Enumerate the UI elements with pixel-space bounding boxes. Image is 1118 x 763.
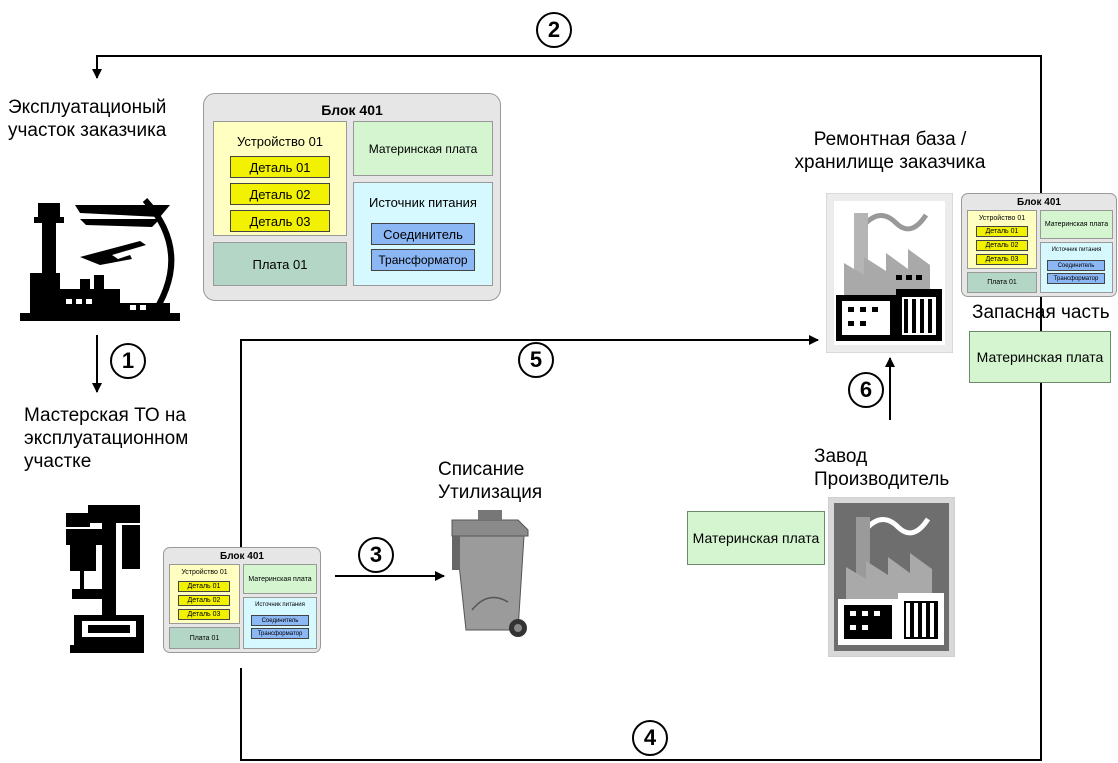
factory-motherboard: Материнская плата (687, 511, 825, 565)
factory-icon (826, 193, 953, 353)
detail-item: Деталь 01 (230, 156, 330, 178)
detail-item: Деталь 02 (230, 183, 330, 205)
board-panel: Плата 01 (213, 242, 347, 286)
detail-item: Деталь 03 (976, 254, 1028, 265)
customer-site-label: Эксплуатационый участок заказчика (8, 97, 167, 141)
spare-motherboard: Материнская плата (969, 331, 1111, 383)
trash-bin-icon (451, 510, 529, 637)
power-supply-label: Источник питания (1051, 247, 1102, 253)
connector-item: Соединитель (1047, 260, 1105, 271)
workshop-label: Мастерская ТО на эксплуатационном участк… (24, 405, 189, 472)
block-title: Блок 401 (321, 102, 383, 118)
airport-icon (20, 197, 180, 321)
transformer-item: Трансформатор (1047, 273, 1105, 284)
block-title: Блок 401 (220, 551, 264, 562)
repair-base-label: Ремонтная база / хранилище заказчика (794, 129, 986, 173)
step-1-badge: 1 (110, 343, 146, 379)
detail-item: Деталь 03 (178, 609, 230, 620)
step-3-badge: 3 (358, 537, 394, 573)
step-6-badge: 6 (848, 372, 884, 408)
block-401-small-workshop: Блок 401 Устройство 01 Деталь 01 Деталь … (163, 547, 321, 653)
device-label: Устройство 01 (978, 215, 1026, 222)
step-4-badge: 4 (632, 720, 668, 756)
connector-item: Соединитель (371, 223, 475, 245)
device-label: Устройство 01 (181, 569, 228, 576)
board-panel: Плата 01 (967, 272, 1037, 293)
block-title: Блок 401 (1017, 197, 1061, 208)
step-2-badge: 2 (536, 12, 572, 48)
motherboard-panel: Материнская плата (1040, 210, 1113, 239)
detail-item: Деталь 03 (230, 210, 330, 232)
detail-item: Деталь 02 (178, 595, 230, 606)
device-label: Устройство 01 (236, 134, 324, 149)
board-panel: Плата 01 (169, 627, 240, 649)
power-supply-label: Источник питания (255, 602, 305, 608)
block-401-large: Блок 401 Устройство 01 Деталь 01 Деталь … (203, 93, 501, 301)
drill-press-icon (66, 505, 144, 653)
motherboard-panel: Материнская плата (243, 564, 317, 594)
factory-label: Завод Производитель (814, 446, 950, 490)
factory-icon (828, 497, 955, 657)
detail-item: Деталь 02 (976, 240, 1028, 251)
scrap-label: Списание Утилизация (438, 459, 543, 503)
power-supply-label: Источник питания (369, 195, 477, 210)
connector-item: Соединитель (251, 615, 309, 626)
detail-item: Деталь 01 (178, 581, 230, 592)
block-401-small-repair: Блок 401 Устройство 01 Деталь 01 Деталь … (961, 193, 1117, 297)
transformer-item: Трансформатор (371, 249, 475, 271)
transformer-item: Трансформатор (251, 628, 309, 639)
arrow-4-path (240, 668, 1042, 761)
spare-part-label: Запасная часть (972, 302, 1110, 323)
motherboard-panel: Материнская плата (353, 121, 493, 176)
detail-item: Деталь 01 (976, 226, 1028, 237)
step-5-badge: 5 (518, 342, 554, 378)
arrow-2-return-path (92, 55, 1042, 748)
arrow-5 (240, 335, 819, 548)
